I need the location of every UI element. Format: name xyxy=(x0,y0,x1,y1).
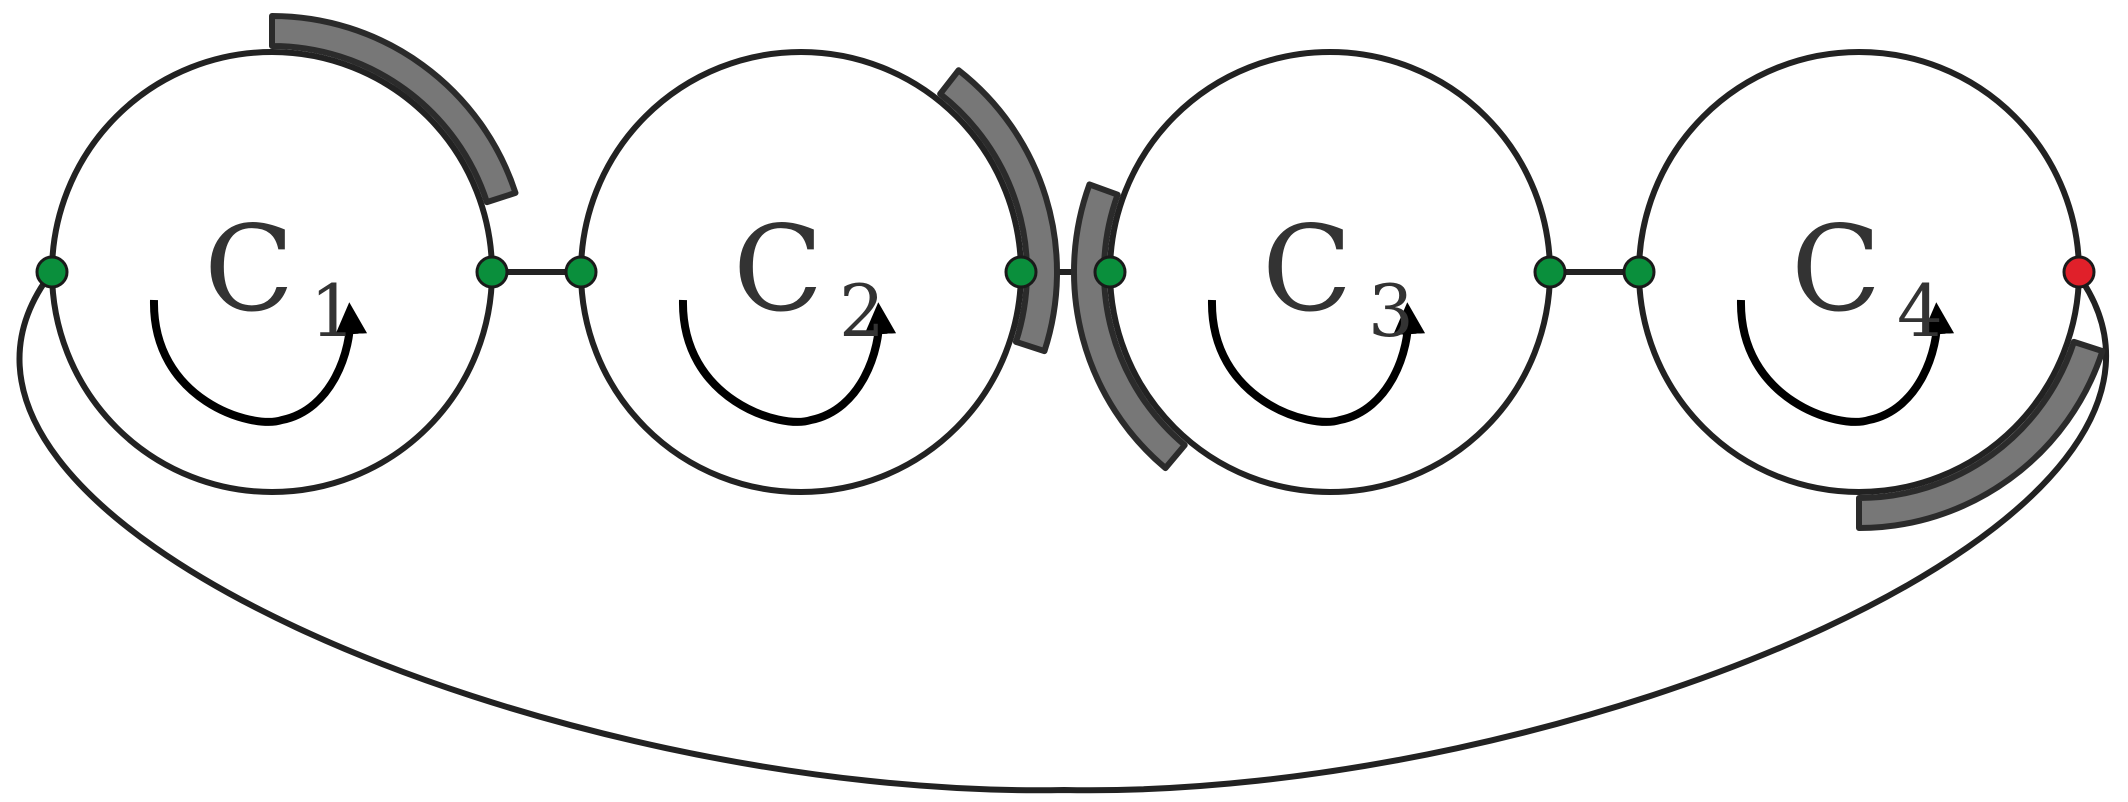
junction-node-c3-left xyxy=(1093,255,1127,289)
rotation-arrow-icon-c2 xyxy=(678,299,897,426)
junction-node-c4-left xyxy=(1622,255,1656,289)
return-loop xyxy=(16,270,2109,794)
label-sub-c4: 4 xyxy=(1897,269,1943,353)
junction-node-c2-right xyxy=(1004,255,1038,289)
junction-node-c3-right xyxy=(1533,255,1567,289)
rotation-arrow-icon-c3 xyxy=(1207,299,1426,426)
rotation-arrow-icon-c1 xyxy=(149,299,368,426)
junction-node-c1-left xyxy=(35,255,69,289)
label-c3: C xyxy=(1262,200,1352,338)
segment-band-c4 xyxy=(1856,338,2106,531)
junction-node-c1-right xyxy=(475,255,509,289)
junction-node-c2-left xyxy=(564,255,598,289)
label-sub-c3: 3 xyxy=(1368,269,1414,353)
junction-node-c4-right xyxy=(2062,255,2096,289)
label-sub-c1: 1 xyxy=(310,269,356,353)
label-c2: C xyxy=(733,200,823,338)
label-c1: C xyxy=(204,200,294,338)
segment-band-c1 xyxy=(269,13,519,206)
label-sub-c2: 2 xyxy=(839,269,885,353)
segment-band-c3 xyxy=(1071,181,1188,472)
label-c4: C xyxy=(1791,200,1881,338)
rotation-arrow-icon-c4 xyxy=(1736,299,1955,426)
